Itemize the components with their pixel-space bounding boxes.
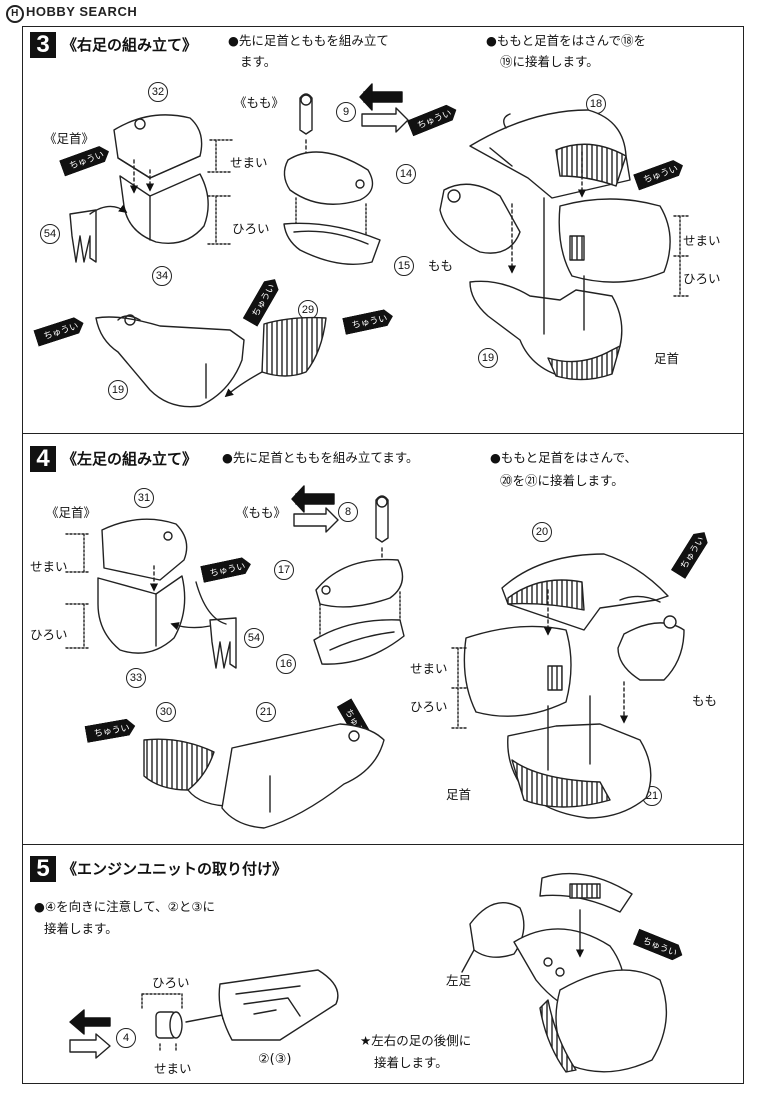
width-label: ひろい	[232, 221, 270, 236]
step-number: 5	[30, 856, 56, 882]
part-label: 左足	[446, 973, 472, 988]
section-divider	[22, 433, 744, 434]
part-number: 9	[336, 102, 356, 122]
part-label: 足首	[446, 787, 472, 802]
step-title: 《左足の組み立て》	[62, 450, 198, 468]
ankle-top-part-32	[113, 114, 203, 179]
width-label: せまい	[154, 1061, 192, 1076]
part-label: 《もも》	[234, 95, 285, 110]
part-label: もも	[692, 693, 718, 708]
width-label: せまい	[230, 155, 268, 170]
instruction-note: ます。	[240, 54, 277, 69]
width-label: せまい	[410, 661, 448, 676]
star-note: 接着します。	[374, 1055, 448, 1070]
instruction-note: ●先に足首とももを組み立てます。	[222, 450, 419, 465]
page-frame	[22, 26, 744, 1084]
width-label: ひろい	[152, 975, 190, 990]
part-label: 《足首》	[44, 131, 95, 146]
right-assembly-step-4	[451, 553, 685, 819]
sole-part-19-29	[95, 314, 327, 408]
part-number: 14	[396, 164, 416, 184]
part-number: 17	[274, 560, 294, 580]
star-note: ★左右の足の後側に	[360, 1033, 472, 1048]
width-label: ひろい	[683, 271, 721, 286]
instruction-note: ●ももと足首をはさんで、	[490, 450, 638, 465]
step-number: 4	[30, 446, 56, 472]
part-pair-label: ②(③)	[258, 1052, 292, 1067]
thigh-parts-9-14-15	[283, 93, 381, 265]
instruction-note: ●ももと足首をはさんで⑱を	[486, 33, 647, 48]
part-number: 8	[338, 502, 358, 522]
part-number: 19	[108, 380, 128, 400]
part-label: もも	[428, 258, 454, 273]
instruction-note: 接着します。	[44, 921, 118, 936]
part-number: 54	[40, 224, 60, 244]
section-divider	[22, 844, 744, 845]
part-label: 足首	[654, 351, 680, 366]
part-number: 29	[298, 300, 318, 320]
part-number: 21	[256, 702, 276, 722]
step-title: 《エンジンユニットの取り付け》	[62, 860, 288, 878]
logo-icon: H	[6, 5, 24, 23]
ankle-top-part-31	[101, 518, 188, 581]
thigh-parts-8-16-17	[313, 495, 405, 665]
engine-unit-assembly	[69, 969, 339, 1059]
part-number: 34	[152, 266, 172, 286]
part-number: 20	[532, 522, 552, 542]
comb-part-54	[69, 204, 128, 263]
part-number: 54	[244, 628, 264, 648]
part-number: 19	[478, 348, 498, 368]
step-number: 3	[30, 32, 56, 58]
width-label: せまい	[30, 559, 68, 574]
instruction-note: ⑳を㉑に接着します。	[500, 473, 624, 488]
instruction-note: ⑲に接着します。	[500, 54, 599, 69]
comb-part-54-left	[170, 581, 237, 669]
part-label: 《もも》	[236, 505, 287, 520]
part-number: 4	[116, 1028, 136, 1048]
instruction-note: ●先に足首とももを組み立て	[228, 33, 389, 48]
part-number: 31	[134, 488, 154, 508]
left-leg-assembly-step-5	[461, 872, 668, 1073]
width-label: ひろい	[30, 627, 68, 642]
part-number: 30	[156, 702, 176, 722]
width-label: ひろい	[410, 699, 448, 714]
sole-part-21-30	[143, 723, 385, 829]
part-number: 32	[148, 82, 168, 102]
ankle-bottom-part-34	[119, 173, 209, 244]
part-label: 《足首》	[46, 505, 97, 520]
part-number: 15	[394, 256, 414, 276]
instruction-note: ●④を向きに注意して、②と③に	[34, 899, 216, 914]
right-assembly-step-3	[439, 109, 691, 381]
width-label: せまい	[683, 233, 721, 248]
part-number: 33	[126, 668, 146, 688]
ankle-bottom-part-33	[97, 575, 186, 654]
part-number: 16	[276, 654, 296, 674]
step-title: 《右足の組み立て》	[62, 36, 198, 54]
